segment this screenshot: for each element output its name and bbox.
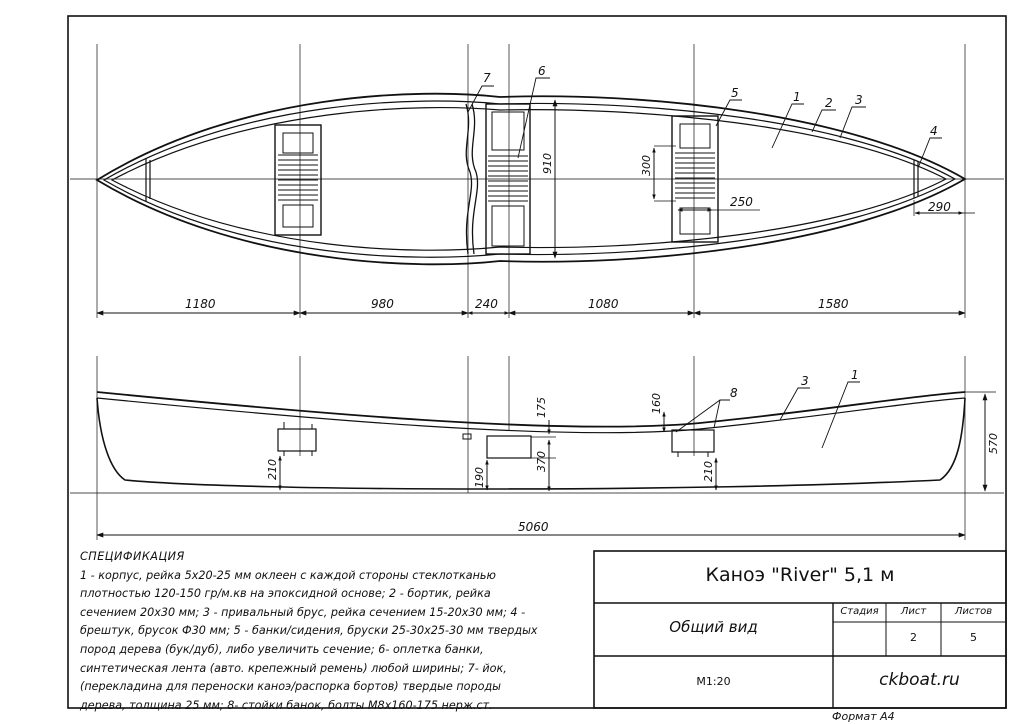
top-dim-2: 980 <box>371 297 394 311</box>
callout-5: 5 <box>731 86 739 100</box>
stage-label: Стадия <box>840 606 879 617</box>
top-dim-4: 1080 <box>588 297 619 311</box>
gunwale-drop-dim: 175 <box>535 397 548 418</box>
seat-low-left-dim: 210 <box>266 459 279 480</box>
side-view <box>70 356 1004 540</box>
seat-low-mid-dim: 190 <box>473 467 486 488</box>
breasthook-dim: 290 <box>928 200 951 214</box>
callout-6: 6 <box>538 64 546 78</box>
callout-2: 2 <box>825 96 833 110</box>
callout-8: 8 <box>730 386 738 400</box>
scale: М1:20 <box>696 675 731 688</box>
drawing-name: Каноэ "River" 5,1 м <box>705 564 895 586</box>
spec-line: синтетическая лента (авто. крепежный рем… <box>80 661 507 675</box>
sheet-label: Лист <box>900 606 927 617</box>
paper-format: Формат А4 <box>832 710 895 723</box>
top-dim-1: 1180 <box>185 297 216 311</box>
top-dim-3: 240 <box>475 297 498 311</box>
seat-width-dim: 300 <box>640 155 653 176</box>
sheet-number: 2 <box>910 631 917 644</box>
callout-4: 4 <box>930 124 938 138</box>
callout-1: 1 <box>793 90 801 104</box>
spec-line: дерева, толщина 25 мм; 8- стойки банок, … <box>80 698 493 712</box>
drawing-frame <box>67 15 1007 709</box>
spec-line: сечением 20х30 мм; 3 - привальный брус, … <box>80 605 526 619</box>
sheets-count: 5 <box>970 631 977 644</box>
top-view <box>70 44 1004 318</box>
spec-line: пород дерева (бук/дуб), либо увеличить с… <box>80 642 484 656</box>
sheets-label: Листов <box>954 606 993 617</box>
seat-height-mid-dim: 370 <box>535 451 548 472</box>
beam-dim: 910 <box>541 153 554 174</box>
title-block-frame <box>593 550 1007 709</box>
total-length-dim: 5060 <box>518 520 549 534</box>
spec-line: брештук, брусок Ф30 мм; 5 - банки/сидени… <box>80 624 538 638</box>
spec-line: плотностью 120-150 гр/м.кв на эпоксидной… <box>80 587 491 601</box>
spec-line: (перекладина для переноски каноэ/распорк… <box>80 680 502 694</box>
specification: СПЕЦИФИКАЦИЯ 1 - корпус, рейка 5х20-25 м… <box>80 548 580 715</box>
top-dim-5: 1580 <box>818 297 849 311</box>
callout-3: 3 <box>855 93 863 107</box>
view-name: Общий вид <box>669 618 758 636</box>
seat-frame-dim: 160 <box>650 393 663 414</box>
site-name: ckboat.ru <box>879 670 960 690</box>
callout-7: 7 <box>483 71 491 85</box>
spec-line: 1 - корпус, рейка 5х20-25 мм оклеен с ка… <box>80 568 496 582</box>
side-callout-1: 1 <box>851 368 859 382</box>
spec-title: СПЕЦИФИКАЦИЯ <box>80 550 185 563</box>
seat-low-right-dim: 210 <box>702 461 715 482</box>
seat-length-dim: 250 <box>730 195 753 209</box>
side-callout-3: 3 <box>801 374 809 388</box>
bow-height-dim: 570 <box>987 433 1000 454</box>
